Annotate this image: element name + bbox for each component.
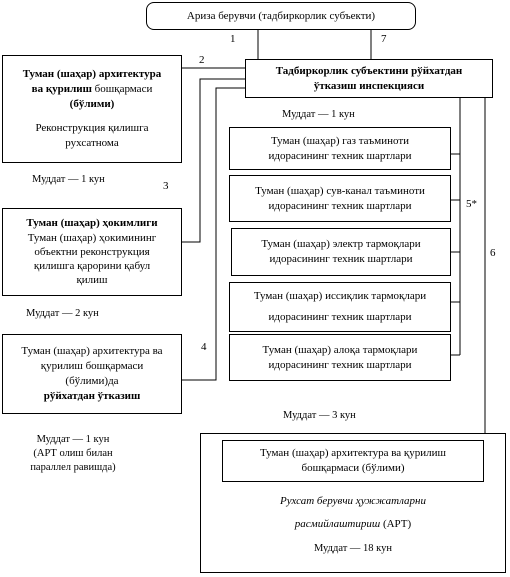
tech-electric-l1: Туман (шаҳар) электр тармоқлари [261,238,421,251]
registration-term: Муддат — 1 кун (АРТ олиш билан параллел … [18,433,128,476]
inspection-box: Тадбиркорлик субъектини рўйхатдан ўткази… [245,59,493,98]
final-desc-l2: расмийлаштириш (АРТ) [295,517,411,532]
registration-term-l2: (АРТ олиш билан [33,448,113,460]
hokimlik-l1: Туман (шаҳар) ҳокимининг [27,231,157,244]
arch-title-1: Туман (шаҳар) архитектура [22,67,162,80]
final-inner-box: Туман (шаҳар) архитектура ва қурилиш бош… [222,440,484,482]
tech-box-comm: Туман (шаҳар) алоқа тармоқлари идорасини… [229,334,451,381]
registration-term-l3: параллел равишда) [30,462,116,474]
tech-heat-l1: Туман (шаҳар) иссиқлик тармоқлари [253,290,427,303]
tech-gas-l1: Туман (шаҳар) газ таъминоти [270,134,410,147]
registration-term-l1: Муддат — 1 кун [36,434,110,445]
step-1: 1 [230,33,236,45]
tech-box-electric: Туман (шаҳар) электр тармоқлари идорасин… [231,228,451,276]
arch-title-3: (бўлими) [69,97,115,110]
tech-gas-l2: идорасининг техник шартлари [268,149,412,162]
inspection-term: Муддат — 1 кун [282,109,355,120]
final-inner-l2: бошқармаси (бўлими) [301,462,405,474]
tech-term: Муддат — 3 кун [283,410,356,421]
tech-box-heat: Туман (шаҳар) иссиқлик тармоқлари идорас… [229,282,451,332]
connector-4 [182,87,245,381]
arch-title-2b: бошқармаси [91,82,153,95]
applicant-box: Ариза берувчи (тадбиркорлик субъекти) [146,2,416,30]
tech-box-gas: Туман (шаҳар) газ таъминоти идорасининг … [229,127,451,170]
final-desc-l2-rest: (АРТ) [380,517,412,530]
registration-l3: (бўлими)да [65,375,119,387]
step-4: 4 [201,341,207,353]
arch-term: Муддат — 1 кун [32,174,105,185]
final-inner-l1: Туман (шаҳар) архитектура ва қурилиш [260,447,446,460]
hokimlik-l4: қилиш [76,274,108,287]
final-box: Туман (шаҳар) архитектура ва қурилиш бош… [200,433,506,573]
connector-3 [182,78,245,243]
tech-heat-l2: идорасининг техник шартлари [268,311,412,323]
tech-box-water: Туман (шаҳар) сув-канал таъминоти идорас… [229,175,451,222]
hokimlik-box: Туман (шаҳар) ҳокимлиги Туман (шаҳар) ҳо… [2,208,182,296]
hokimlik-l3: қилишга қарорини қабул [33,260,151,273]
step-6: 6 [490,247,496,259]
inspection-line-1: Тадбиркорлик субъектини рўйхатдан [275,64,463,77]
final-desc-l2-italic: расмийлаштириш [294,517,381,530]
step-7: 7 [381,33,387,45]
final-desc-l1: Рухсат берувчи ҳужжатларни [280,495,426,507]
arch-title-2: ва қурилиш [31,82,92,95]
step-5: 5* [466,198,477,210]
inspection-line-2: ўтказиш инспекцияси [313,79,425,92]
arch-desc-1: Реконструкция қилишга [35,122,149,135]
tech-water-l1: Туман (шаҳар) сув-канал таъминоти [255,184,425,197]
step-3: 3 [163,180,169,192]
hokimlik-title: Туман (шаҳар) ҳокимлиги [26,217,158,230]
step-2: 2 [199,54,205,66]
hokimlik-term: Муддат — 2 кун [26,308,99,319]
arch-permit-box: Туман (шаҳар) архитектура ва қурилиш бош… [2,55,182,163]
hokimlik-l2: объектни реконструкция [34,245,150,258]
final-term: Муддат — 18 кун [313,542,393,554]
arch-desc-2: рухсатнома [65,137,119,150]
registration-l1: Туман (шаҳар) архитектура ва [21,345,163,358]
tech-electric-l2: идорасининг техник шартлари [269,253,413,265]
tech-comm-l1: Туман (шаҳар) алоқа тармоқлари [262,343,418,356]
registration-l2: қурилиш бошқармаси [40,360,144,373]
registration-l4: рўйхатдан ўтказиш [43,389,141,402]
tech-water-l2: идорасининг техник шартлари [268,199,412,212]
tech-comm-l2: идорасининг техник шартлари [268,358,412,371]
applicant-label: Ариза берувчи (тадбиркорлик субъекти) [186,9,376,22]
registration-box: Туман (шаҳар) архитектура ва қурилиш бош… [2,334,182,414]
